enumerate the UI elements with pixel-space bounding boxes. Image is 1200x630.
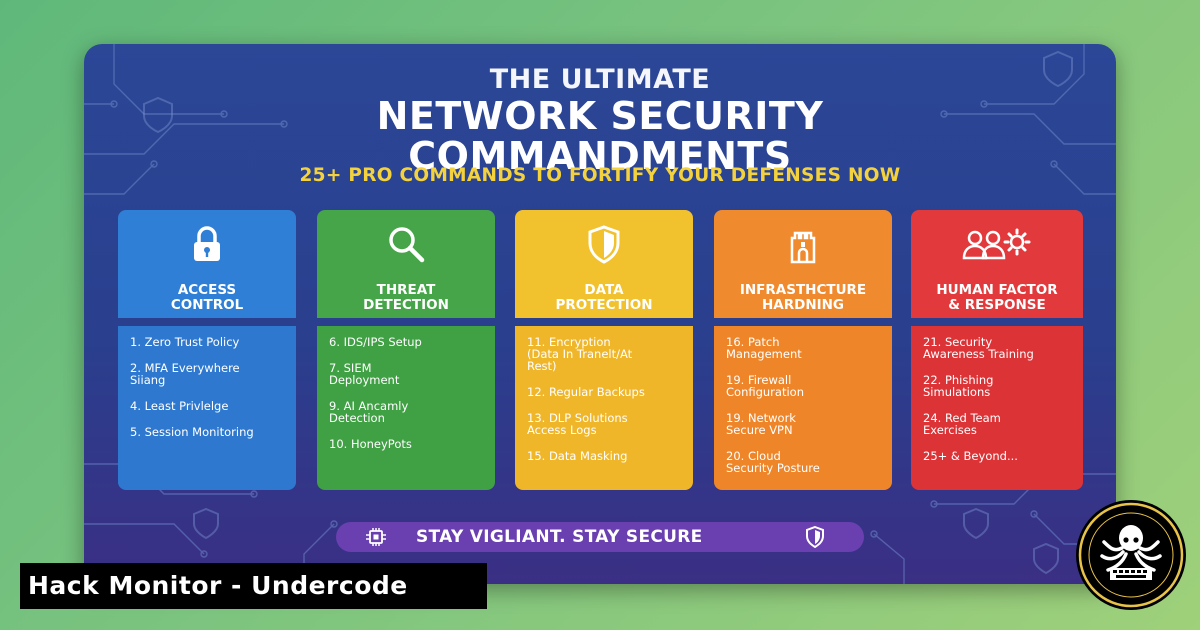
list-item: 11. Encryption (Data In Tranelt/At Rest) — [527, 335, 633, 373]
column-human-factor: HUMAN FACTOR & RESPONSE 21. Security Awa… — [911, 210, 1083, 490]
list-item: 15. Data Masking — [527, 449, 628, 463]
infographic-poster: THE ULTIMATE NETWORK SECURITY COMMANDMEN… — [84, 44, 1116, 584]
list-item: 6. IDS/IPS Setup — [329, 335, 422, 349]
list-item: 4. Least Privlelge — [130, 399, 229, 413]
column-list: 11. Encryption (Data In Tranelt/At Rest)… — [515, 326, 693, 490]
list-item: 5. Session Monitoring — [130, 425, 254, 439]
watermark-label: Hack Monitor - Undercode — [20, 563, 487, 609]
column-header: HUMAN FACTOR & RESPONSE — [911, 210, 1083, 318]
poster-subtitle: 25+ PRO COMMANDS TO FORTIFY YOUR DEFENSE… — [299, 165, 901, 186]
column-title: DATA PROTECTION — [555, 282, 653, 313]
chip-icon — [366, 528, 386, 546]
list-item: 21. Security Awareness Training — [923, 335, 1034, 361]
column-title: ACCESS CONTROL — [170, 282, 244, 313]
column-title: HUMAN FACTOR & RESPONSE — [936, 282, 1058, 313]
padlock-icon — [194, 226, 220, 261]
list-item: 19. Firewall Configuration — [726, 373, 804, 399]
column-list: 6. IDS/IPS Setup 7. SIEM Deployment 9. A… — [317, 326, 495, 490]
poster-title: THE ULTIMATE NETWORK SECURITY COMMANDMEN… — [84, 64, 1116, 176]
column-threat-detection: THREAT DETECTION 6. IDS/IPS Setup 7. SIE… — [317, 210, 495, 490]
list-item: 25+ & Beyond... — [923, 449, 1018, 463]
list-item: 10. HoneyPots — [329, 437, 412, 451]
title-line-3: COMMANDMENTS — [408, 134, 792, 178]
list-item: 22. Phishing Simulations — [923, 373, 994, 399]
castle-tower-icon — [790, 231, 816, 264]
list-item: 20. Cloud Security Posture — [726, 449, 820, 475]
column-access-control: ACCESS CONTROL 1. Zero Trust Policy 2. M… — [118, 210, 296, 490]
list-item: 13. DLP Solutions Access Logs — [527, 411, 628, 437]
octopus-logo-icon — [1076, 500, 1186, 610]
column-header: DATA PROTECTION — [515, 210, 693, 318]
magnifier-icon — [389, 227, 425, 263]
banner-text: STAY VIGLIANT. STAY SECURE — [416, 527, 703, 547]
list-item: 2. MFA Everywhere Siiang — [130, 361, 240, 387]
column-header: THREAT DETECTION — [317, 210, 495, 318]
column-header: INFRASTHCTURE HARDNING — [714, 210, 892, 318]
stay-secure-banner: STAY VIGLIANT. STAY SECURE — [336, 522, 864, 552]
column-list: 16. Patch Management 19. Firewall Config… — [714, 326, 892, 490]
column-title: INFRASTHCTURE HARDNING — [739, 282, 867, 313]
title-line-2: NETWORK SECURITY — [376, 94, 824, 138]
list-item: 7. SIEM Deployment — [329, 361, 400, 387]
circuit-pattern-background — [84, 44, 1116, 584]
column-list: 1. Zero Trust Policy 2. MFA Everywhere S… — [118, 326, 296, 490]
column-header: ACCESS CONTROL — [118, 210, 296, 318]
column-infrastructure-hardening: INFRASTHCTURE HARDNING 16. Patch Managem… — [714, 210, 892, 490]
shield-icon — [806, 526, 824, 548]
title-line-1: THE ULTIMATE — [489, 64, 711, 95]
column-list: 21. Security Awareness Training 22. Phis… — [911, 326, 1083, 490]
shield-icon — [588, 225, 620, 264]
list-item: 9. AI Ancamly Detection — [329, 399, 409, 425]
list-item: 1. Zero Trust Policy — [130, 335, 240, 349]
column-title: THREAT DETECTION — [363, 282, 449, 313]
people-gear-icon — [962, 228, 1031, 260]
list-item: 12. Regular Backups — [527, 385, 645, 399]
list-item: 16. Patch Management — [726, 335, 802, 361]
column-data-protection: DATA PROTECTION 11. Encryption (Data In … — [515, 210, 693, 490]
list-item: 19. Network Secure VPN — [726, 411, 796, 437]
list-item: 24. Red Team Exercises — [923, 411, 1001, 437]
